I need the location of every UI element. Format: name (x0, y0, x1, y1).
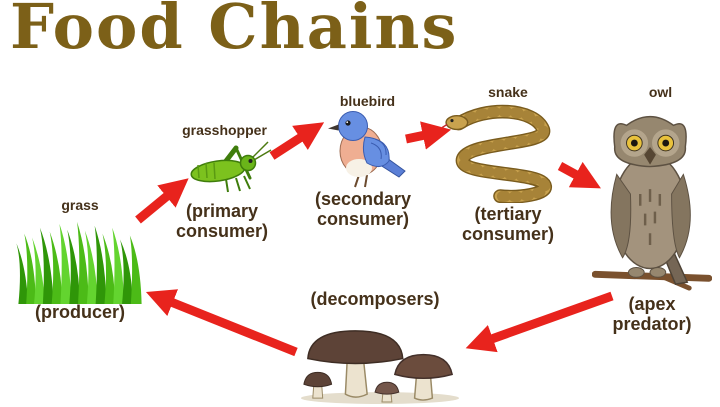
bluebird-illustration (328, 111, 406, 188)
owl-role: (apex predator) (612, 294, 692, 335)
grass-illustration (16, 221, 142, 304)
grass-label: grass (61, 197, 99, 213)
mushrooms-illustration (300, 330, 460, 405)
snake-role: (tertiary consumer) (461, 204, 555, 245)
arrow-decomposers-to-grass (145, 289, 298, 357)
owl-label: owl (648, 84, 673, 100)
bluebird-label: bluebird (339, 93, 396, 109)
snake-label: snake (488, 84, 528, 100)
decomposers-role: (decomposers) (310, 289, 440, 309)
grasshopper-role: (primary consumer) (175, 201, 269, 242)
snake-illustration (441, 104, 552, 203)
owl-illustration (592, 115, 712, 291)
page-title: Food Chains (10, 0, 459, 63)
bluebird-role: (secondary consumer) (314, 189, 412, 230)
arrow-owl-to-decomposers (465, 291, 614, 353)
grasshopper-illustration (190, 141, 272, 193)
arrow-grasshopper-to-bluebird (269, 122, 325, 160)
grasshopper-label: grasshopper (182, 122, 267, 138)
grass-role: (producer) (35, 302, 125, 322)
